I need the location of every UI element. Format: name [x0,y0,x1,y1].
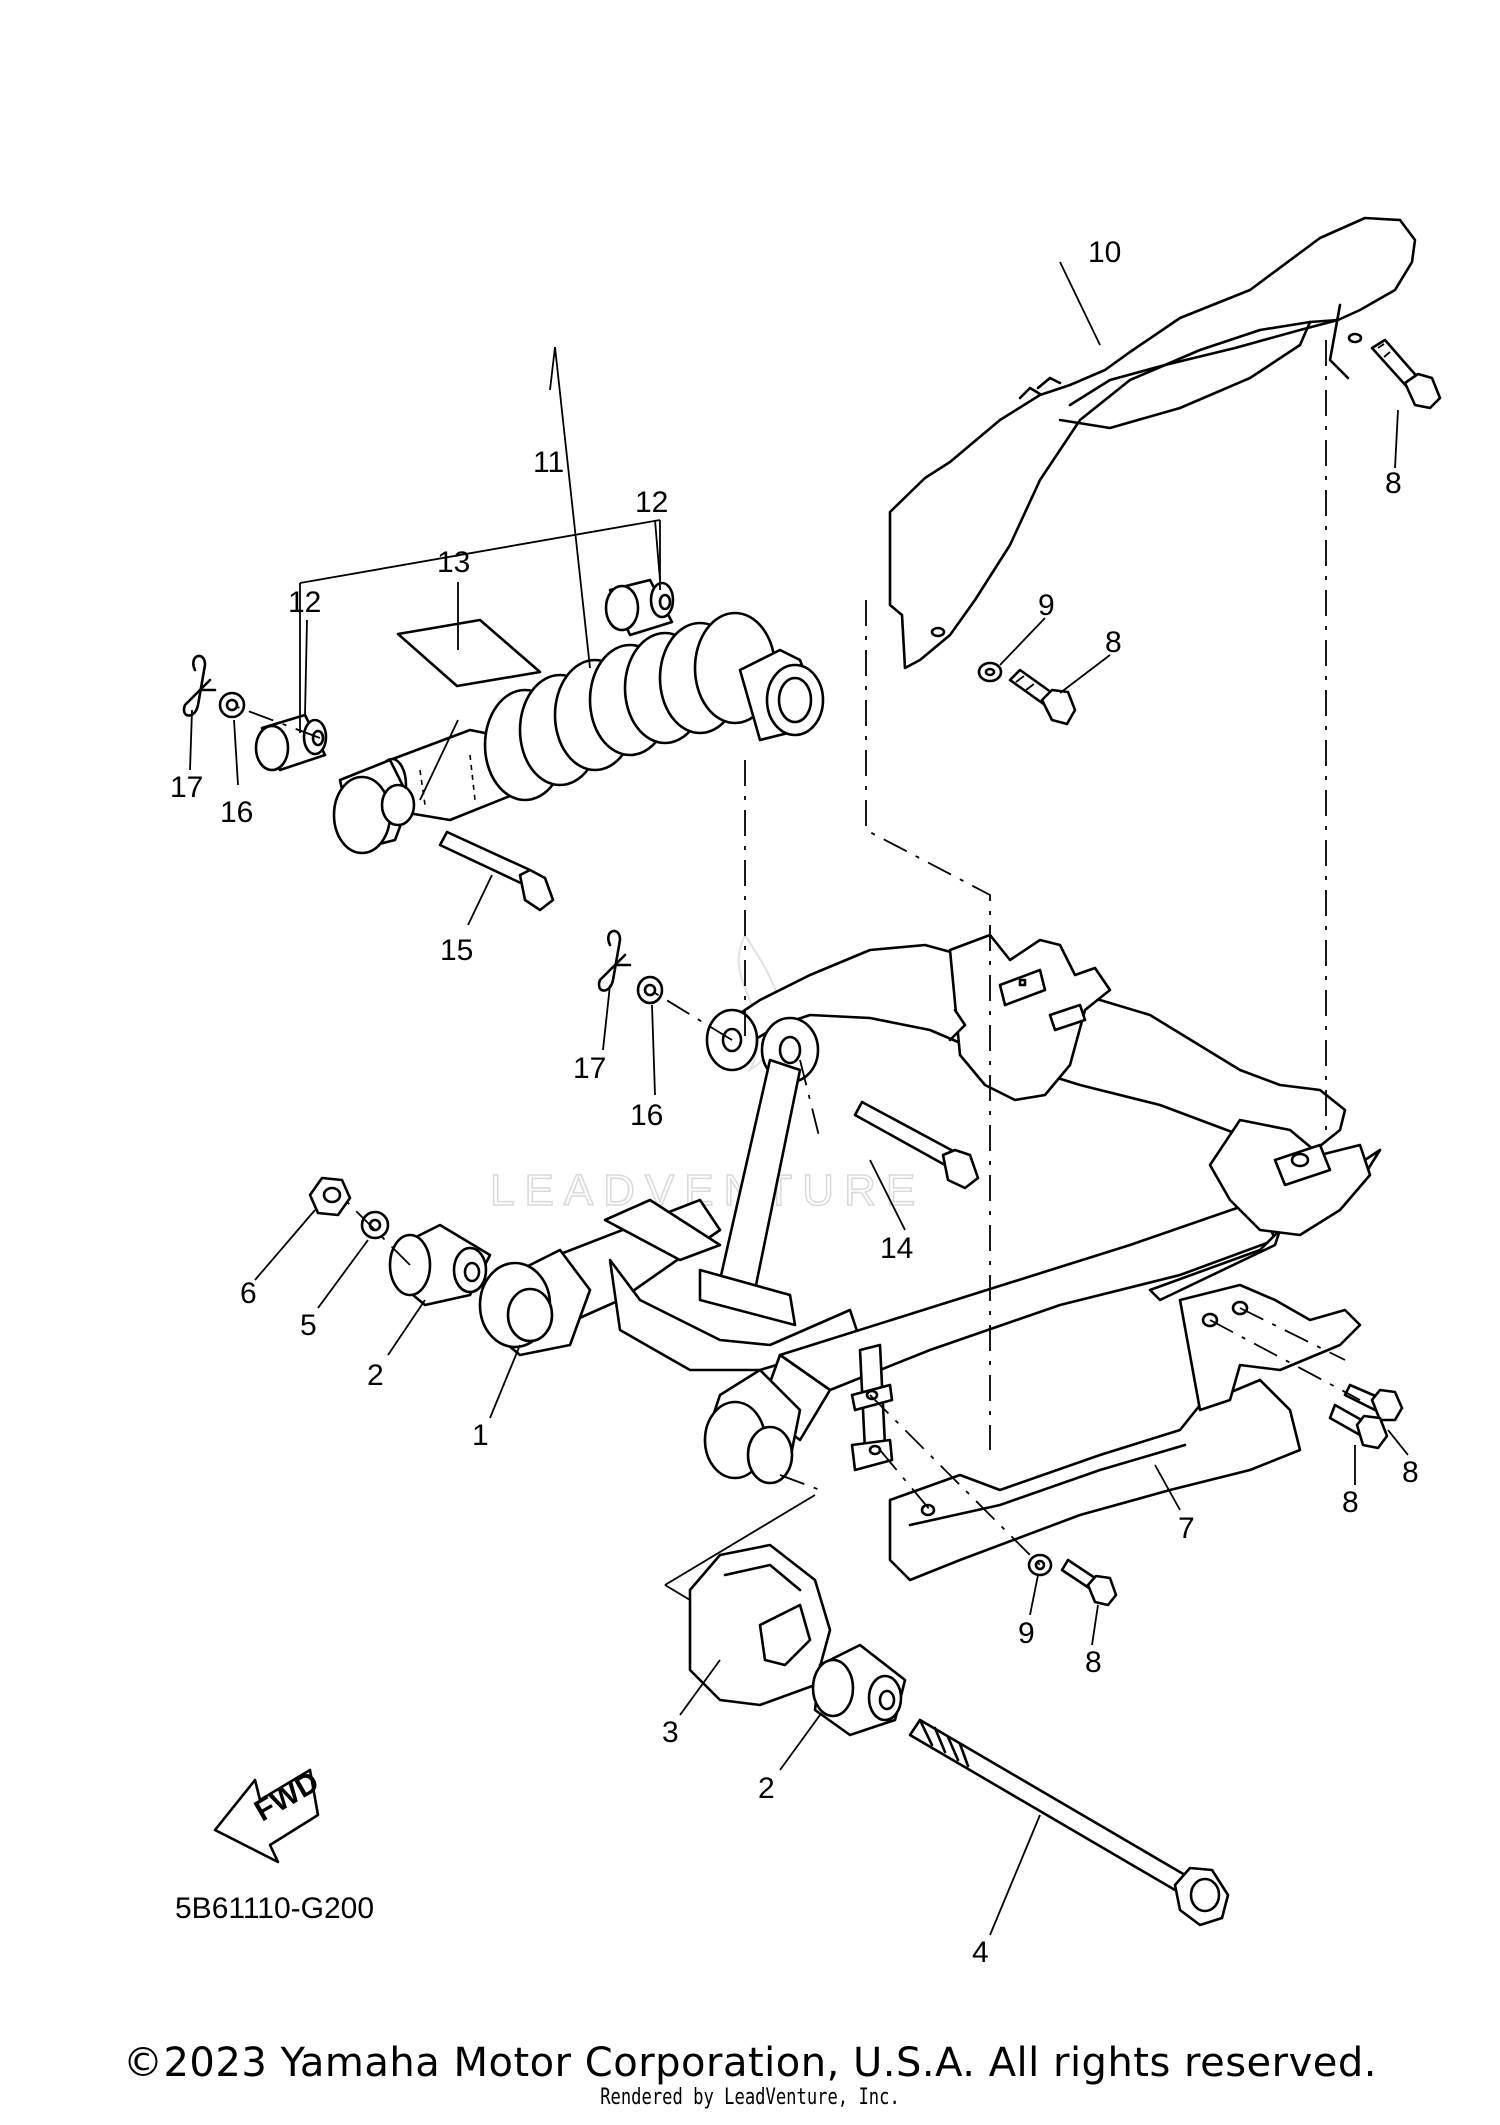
callout-2: 2 [367,1359,384,1392]
part-code: 5B61110-G200 [175,1892,374,1925]
callout-12: 12 [288,586,321,619]
callout-6: 6 [240,1277,257,1310]
label-part-13 [396,618,542,688]
rear-shock-absorber-part-11 [332,611,825,855]
nut-part-6 [308,1176,352,1217]
chain-guard-part-7 [888,1283,1362,1582]
pivot-shaft-part-4 [908,1718,1230,1927]
callout-11: 11 [533,446,564,479]
callout-4: 4 [972,1936,989,1969]
rendered-by-credit: Rendered by LeadVenture, Inc. [600,2085,900,2110]
collar-part-12-left [254,713,328,772]
callout-15: 15 [440,934,473,967]
washer-part-9-lower [1027,1553,1053,1577]
callout-17: 17 [573,1052,606,1085]
callout-8: 8 [1385,467,1402,500]
bolt-part-15 [438,830,555,912]
bolt-part-8-lower-right-a [1343,1383,1404,1422]
washer-part-5 [360,1210,390,1240]
callout-14: 14 [880,1232,913,1265]
copyright-notice: ©2023 Yamaha Motor Corporation, U.S.A. A… [122,2040,1377,2086]
bolt-part-8-lower-right-b [1328,1403,1389,1450]
chain-slider-part-3 [688,1543,832,1707]
callout-5: 5 [300,1309,317,1342]
callout-1: 1 [472,1419,489,1452]
callout-8: 8 [1402,1456,1419,1489]
callout-3: 3 [662,1716,679,1749]
collar-part-12-right [604,578,675,637]
callout-13: 13 [437,546,470,579]
swingarm-rear-arm [478,929,1382,1485]
bolt-part-8-middle [1008,668,1077,726]
bushing-part-2-upper [388,1223,492,1307]
callout-16: 16 [220,796,253,829]
cotter-pin-part-17-upper [182,654,217,717]
bolt-part-8-upper [1370,338,1442,410]
assembly-guide-lines [231,340,1361,1601]
callout-16: 16 [630,1099,663,1132]
callout-9: 9 [1018,1617,1035,1650]
callout-10: 10 [1088,236,1121,269]
callout-8: 8 [1105,626,1122,659]
callout-8: 8 [1342,1486,1359,1519]
bolt-part-8-lower [1060,1558,1118,1607]
callout-17: 17 [170,771,203,804]
callout-8: 8 [1085,1646,1102,1679]
callout-7: 7 [1178,1512,1195,1545]
callout-12: 12 [635,486,668,519]
chain-case-part-10 [888,216,1417,670]
fwd-arrow-icon: FWD [213,1765,325,1864]
callout-labels: 10 8 9 8 11 12 12 13 15 17 16 17 16 14 6… [170,236,1419,1969]
washer-part-9-upper [977,661,1003,683]
watermark-text: LEADVENTURE [490,1166,925,1215]
callout-9: 9 [1038,589,1055,622]
leader-lines [189,261,1409,1936]
callout-2: 2 [758,1772,775,1805]
washer-part-16-upper [218,691,246,719]
bushing-part-2-lower [811,1643,907,1737]
